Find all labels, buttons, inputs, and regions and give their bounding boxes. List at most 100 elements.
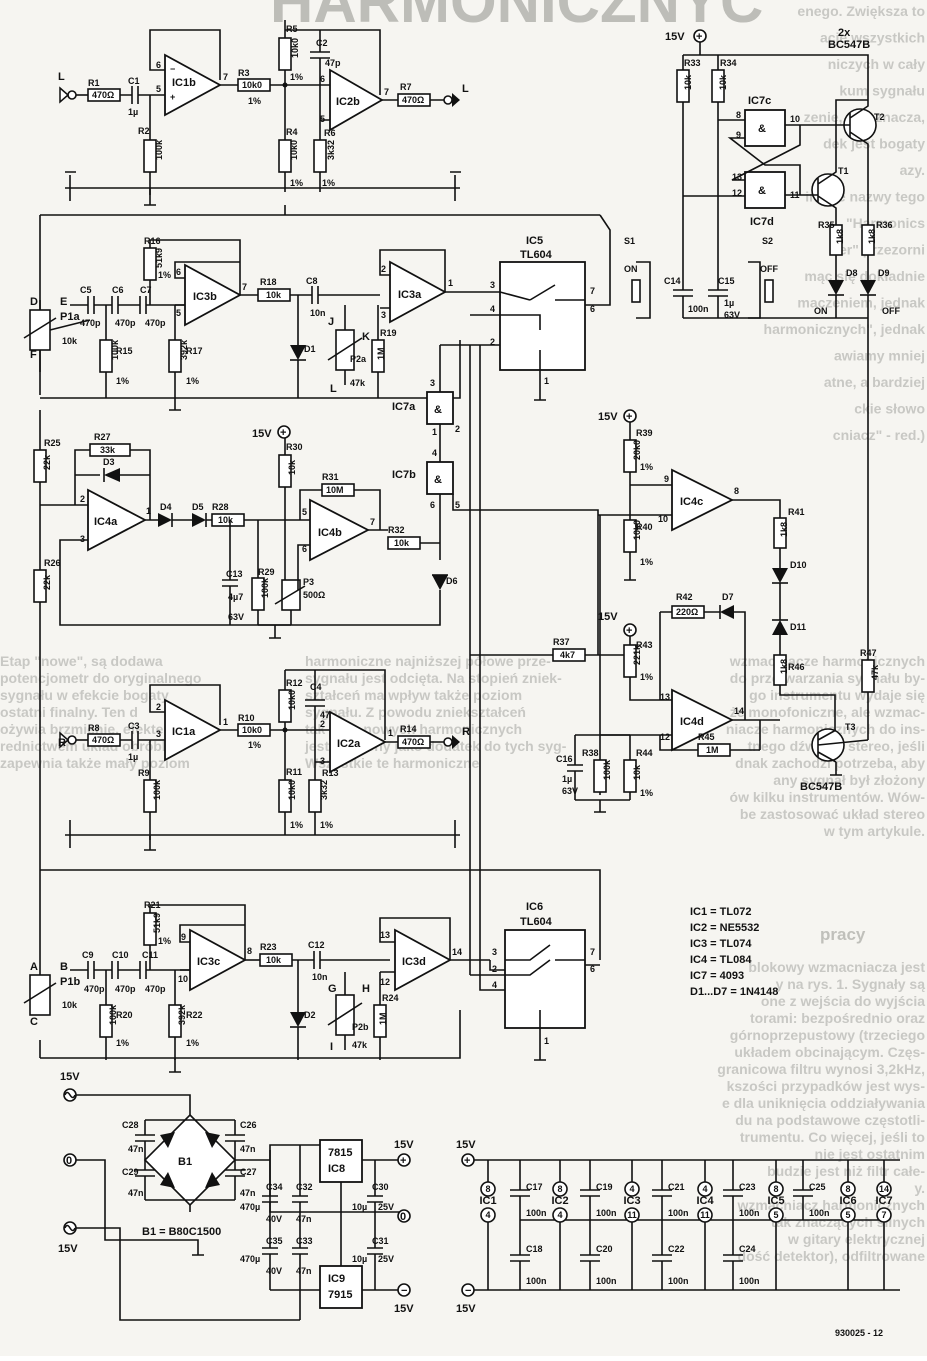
- article-line: y.: [914, 1180, 925, 1196]
- svg-text:T2: T2: [874, 112, 885, 122]
- svg-text:22k: 22k: [42, 454, 52, 470]
- svg-text:1: 1: [146, 506, 151, 516]
- svg-text:10n: 10n: [310, 308, 326, 318]
- svg-text:7: 7: [242, 282, 247, 292]
- svg-text:C19: C19: [596, 1182, 613, 1192]
- svg-text:R30: R30: [286, 442, 303, 452]
- svg-text:47n: 47n: [240, 1144, 256, 1154]
- article-line: dek jest bogaty: [823, 136, 925, 152]
- article-line: wzmacniacze harmonicznych: [729, 653, 925, 669]
- ic7d-label: IC7d: [750, 216, 774, 228]
- svg-text:R24: R24: [382, 993, 399, 1003]
- svg-text:100k: 100k: [602, 759, 612, 780]
- svg-text:3: 3: [490, 280, 495, 290]
- article-line: sygnału w efekcie bogaty: [0, 687, 169, 703]
- svg-text:1%: 1%: [248, 740, 261, 750]
- article-line: harmonicznych", jednak: [764, 321, 926, 337]
- decoupling-ic-label: IC1: [479, 1195, 496, 1207]
- supply-pin-number: 8: [485, 1184, 490, 1194]
- svg-text:1%: 1%: [640, 557, 653, 567]
- svg-text:ON: ON: [814, 306, 828, 316]
- supply-pin: [624, 1181, 640, 1197]
- svg-text:10: 10: [178, 974, 188, 984]
- p1b-label: P1b: [60, 976, 80, 988]
- envelope-detector-section: R25 22k R26 22k IC4a 2 3 1 R27 33k D3 D4…: [33, 410, 458, 640]
- svg-text:1%: 1%: [116, 1038, 129, 1048]
- svg-text:R20: R20: [116, 1010, 133, 1020]
- svg-text:D4: D4: [160, 502, 172, 512]
- svg-text:47n: 47n: [128, 1144, 144, 1154]
- ic5-label: IC5: [526, 235, 543, 247]
- power-supply-section: 15V 0 15V B1 B1 = B80C1500 C28 47n C29 4…: [58, 1071, 414, 1321]
- svg-text:D10: D10: [790, 560, 807, 570]
- svg-text:R27: R27: [94, 432, 111, 442]
- svg-text:C22: C22: [668, 1244, 685, 1254]
- svg-text:470Ω: 470Ω: [92, 90, 114, 100]
- svg-text:470Ω: 470Ω: [402, 95, 424, 105]
- supply-pin: [697, 1207, 713, 1223]
- supply-pin: [552, 1181, 568, 1197]
- article-line: nie jest ostatnim: [815, 1146, 925, 1162]
- svg-text:R32: R32: [388, 525, 405, 535]
- svg-text:E: E: [60, 296, 67, 308]
- svg-text:R21: R21: [144, 900, 161, 910]
- svg-text:10: 10: [658, 514, 668, 524]
- legend-diodes: D1...D7 = 1N4148: [690, 986, 778, 998]
- svg-text:D1: D1: [304, 344, 316, 354]
- svg-text:100n: 100n: [739, 1208, 760, 1218]
- svg-text:10k: 10k: [62, 1000, 78, 1010]
- svg-text:C34: C34: [266, 1182, 283, 1192]
- svg-text:1µ: 1µ: [562, 774, 572, 784]
- svg-text:10k: 10k: [632, 764, 642, 780]
- svg-text:1%: 1%: [186, 1038, 199, 1048]
- ic2a-label: IC2a: [337, 738, 361, 750]
- svg-text:C18: C18: [526, 1244, 543, 1254]
- svg-text:392k: 392k: [177, 1004, 187, 1025]
- svg-text:2: 2: [492, 964, 497, 974]
- svg-text:10k: 10k: [683, 74, 693, 90]
- svg-text:R17: R17: [186, 346, 203, 356]
- svg-text:−: −: [170, 64, 175, 74]
- supply-pin-number: 11: [700, 1210, 710, 1220]
- svg-text:C33: C33: [296, 1236, 313, 1246]
- svg-text:R44: R44: [636, 748, 653, 758]
- svg-text:25V: 25V: [378, 1254, 394, 1264]
- svg-text:7: 7: [223, 72, 228, 82]
- svg-text:47k: 47k: [350, 378, 366, 388]
- decoupling-ic-label: IC2: [551, 1195, 568, 1207]
- svg-text:C29: C29: [122, 1167, 139, 1177]
- ic7c-label: IC7c: [748, 95, 771, 107]
- svg-text:500Ω: 500Ω: [303, 590, 325, 600]
- svg-text:2: 2: [156, 702, 161, 712]
- left-channel-direct-path: L R1 470Ω C1 1µ R2 100k IC1b 6 5 7 − + R…: [58, 20, 469, 206]
- svg-text:47p: 47p: [325, 58, 341, 68]
- svg-text:0: 0: [66, 1155, 72, 1167]
- ic4a-label: IC4a: [94, 516, 118, 528]
- svg-text:4: 4: [492, 980, 497, 990]
- svg-text:R37: R37: [553, 637, 570, 647]
- svg-text:5: 5: [302, 507, 307, 517]
- svg-text:R26: R26: [44, 558, 61, 568]
- svg-text:6: 6: [320, 74, 325, 84]
- svg-text:470µ: 470µ: [240, 1254, 260, 1264]
- svg-text:1%: 1%: [158, 936, 171, 946]
- svg-text:221k: 221k: [632, 644, 642, 665]
- svg-text:100n: 100n: [668, 1276, 689, 1286]
- legend-ic4: IC4 = TL084: [690, 954, 752, 966]
- svg-text:20k0: 20k0: [632, 440, 642, 460]
- svg-text:4k7: 4k7: [560, 650, 575, 660]
- svg-text:R9: R9: [138, 768, 150, 778]
- svg-text:1%: 1%: [320, 820, 333, 830]
- svg-text:7: 7: [370, 517, 375, 527]
- svg-text:1%: 1%: [640, 672, 653, 682]
- svg-text:3: 3: [80, 534, 85, 544]
- svg-text:1M: 1M: [706, 745, 719, 755]
- svg-text:9: 9: [736, 130, 741, 140]
- svg-text:R46: R46: [788, 662, 805, 672]
- svg-text:10k0: 10k0: [287, 780, 297, 800]
- ic6-label: IC6: [526, 901, 543, 913]
- svg-text:100k: 100k: [110, 339, 120, 360]
- article-line: dnak zachodzi potrzeba, aby: [735, 755, 925, 771]
